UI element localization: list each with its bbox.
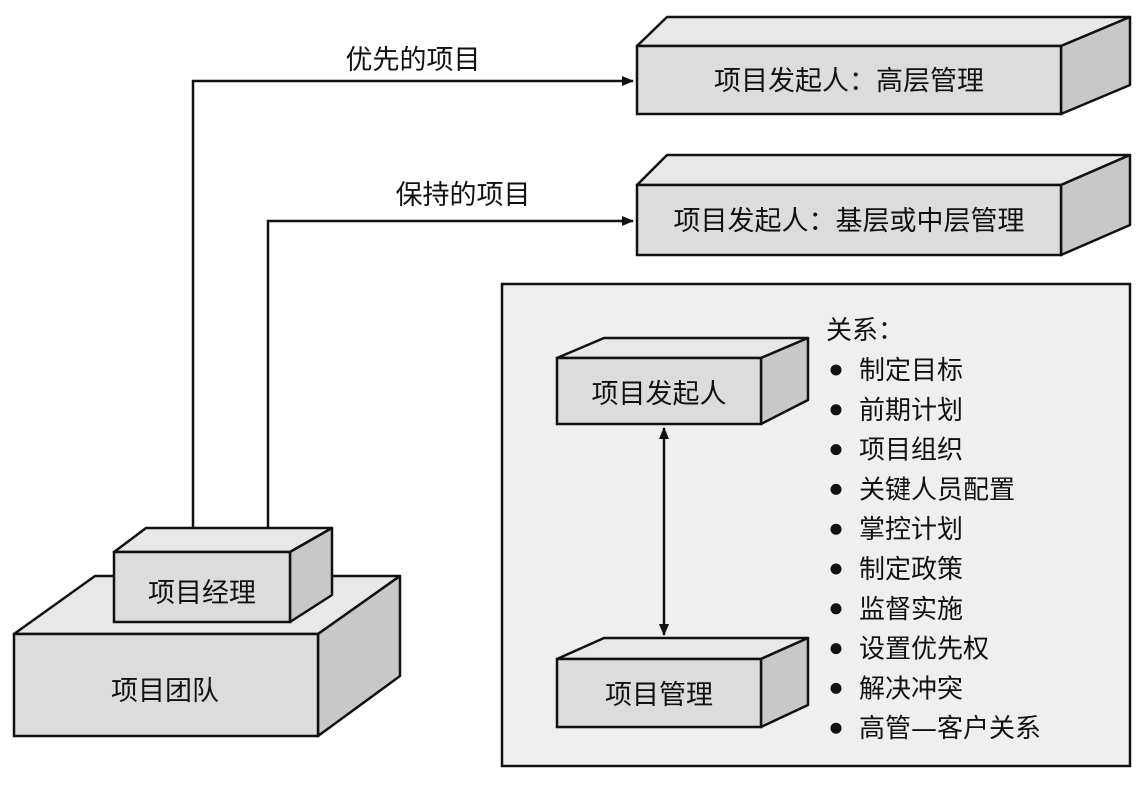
relationship-item: 关键人员配置 [859, 475, 1015, 505]
bullet-icon [830, 404, 842, 416]
relationship-item: 监督实施 [859, 595, 963, 625]
project-manager-box: 项目经理 [112, 526, 334, 624]
bullet-icon [830, 722, 842, 734]
sponsor-senior-box: 项目发起人：高层管理 [635, 15, 1132, 116]
relationship-item: 前期计划 [859, 396, 963, 426]
bullet-icon [830, 364, 842, 376]
bullet-icon [830, 682, 842, 694]
relationship-item: 项目组织 [859, 436, 963, 466]
project-team-label: 项目团队 [111, 676, 219, 707]
bullet-icon [830, 444, 842, 456]
bullet-icon [830, 523, 842, 535]
bullet-icon [830, 643, 842, 655]
bullet-icon [830, 483, 842, 495]
priority-arrow-label: 优先的项目 [346, 45, 481, 76]
relationship-item: 解决冲突 [859, 674, 963, 704]
relationship-item: 制定政策 [859, 555, 963, 585]
project-management-label: 项目管理 [605, 680, 713, 711]
project-management-box: 项目管理 [555, 636, 810, 729]
bullet-icon [830, 603, 842, 615]
sponsor-box: 项目发起人 [555, 336, 810, 426]
relationships-title: 关系： [826, 316, 904, 346]
sponsor-middle-label: 项目发起人：基层或中层管理 [674, 206, 1025, 237]
maintenance-arrow-label: 保持的项目 [396, 180, 531, 211]
relationship-item: 设置优先权 [859, 635, 989, 665]
project-manager-label: 项目经理 [148, 578, 256, 609]
maintenance-arrow [266, 216, 634, 528]
sponsor-middle-box: 项目发起人：基层或中层管理 [635, 153, 1132, 257]
relationship-item: 制定目标 [859, 356, 963, 386]
bullet-icon [830, 563, 842, 575]
relationships-list: 制定目标前期计划项目组织关键人员配置掌控计划制定政策监督实施设置优先权解决冲突高… [830, 356, 1041, 744]
relationship-item: 高管—客户关系 [859, 714, 1041, 744]
sponsor-label: 项目发起人 [592, 379, 727, 410]
relationship-item: 掌控计划 [859, 515, 963, 545]
priority-arrow [191, 76, 634, 528]
sponsor-senior-label: 项目发起人：高层管理 [714, 66, 984, 97]
